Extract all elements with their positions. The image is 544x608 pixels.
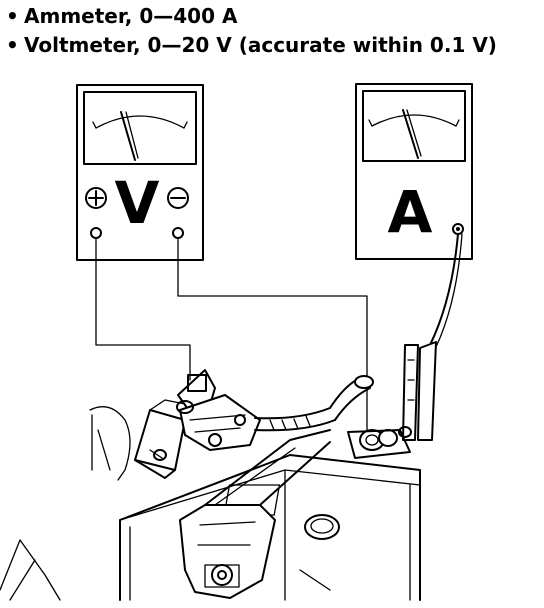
battery-assembly — [0, 341, 437, 601]
bullet: • — [6, 33, 19, 57]
plus-icon — [85, 187, 107, 209]
spec-list: •Ammeter, 0—400 A •Voltmeter, 0—20 V (ac… — [6, 2, 497, 60]
spec-text: Voltmeter, 0—20 V (accurate within 0.1 V… — [24, 33, 497, 57]
test-leads — [95, 233, 463, 433]
voltmeter: V — [76, 84, 204, 261]
voltmeter-letter: V — [115, 169, 160, 237]
voltmeter-needle — [120, 111, 136, 161]
spec-item-ammeter: •Ammeter, 0—400 A — [6, 2, 497, 31]
minus-icon — [167, 187, 189, 209]
ammeter: A — [355, 83, 473, 260]
bullet: • — [6, 4, 19, 28]
ammeter-letter: A — [388, 178, 433, 246]
spec-text: Ammeter, 0—400 A — [24, 4, 238, 28]
ammeter-needle — [402, 109, 419, 159]
spec-item-voltmeter: •Voltmeter, 0—20 V (accurate within 0.1 … — [6, 31, 497, 60]
